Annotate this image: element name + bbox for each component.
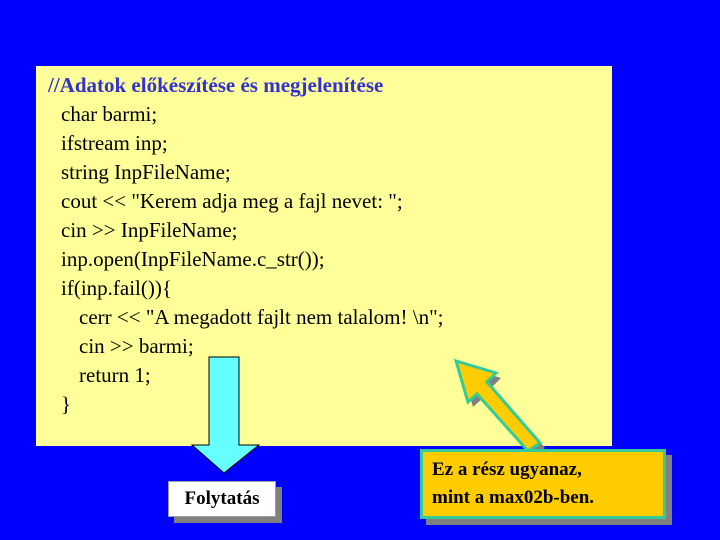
- code-line: cerr << "A megadott fajlt nem talalom! \…: [79, 305, 444, 329]
- code-line: char barmi;: [61, 102, 158, 126]
- continue-button[interactable]: Folytatás: [168, 481, 276, 517]
- note-line: mint a max02b-ben.: [432, 487, 595, 508]
- code-line: inp.open(InpFileName.c_str());: [61, 247, 325, 271]
- code-comment-line: //Adatok előkészítése és megjelenítése: [48, 73, 384, 97]
- code-line: }: [61, 392, 72, 416]
- note-callout: Ez a rész ugyanaz, mint a max02b-ben.: [420, 449, 666, 519]
- note-line: Ez a rész ugyanaz,: [432, 459, 582, 480]
- code-line: cout << "Kerem adja meg a fajl nevet: ";: [61, 189, 403, 213]
- code-line: cin >> barmi;: [79, 334, 194, 358]
- code-line: return 1;: [79, 363, 151, 387]
- code-line: cin >> InpFileName;: [61, 218, 238, 242]
- down-arrow-icon: [190, 356, 261, 474]
- code-line: if(inp.fail()){: [61, 276, 172, 300]
- code-line: string InpFileName;: [61, 160, 231, 184]
- code-panel: //Adatok előkészítése és megjelenítése c…: [36, 66, 612, 446]
- code-line: ifstream inp;: [61, 131, 168, 155]
- up-arrow-icon: [453, 358, 545, 455]
